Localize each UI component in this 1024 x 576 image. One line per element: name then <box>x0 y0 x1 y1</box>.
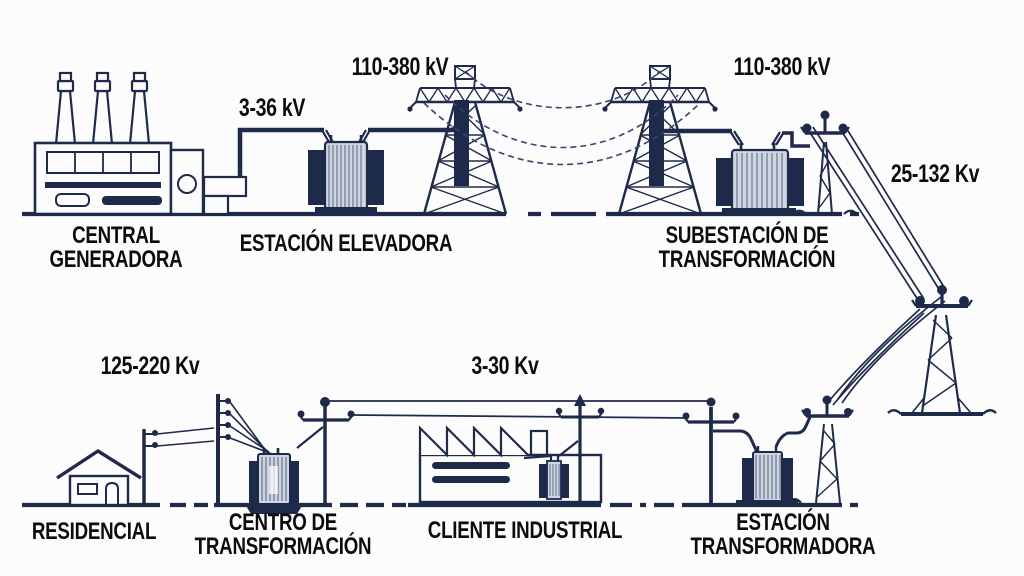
connection-wire <box>774 416 812 448</box>
insulator <box>574 394 586 406</box>
insulator <box>915 296 925 306</box>
industrial-pole <box>555 394 605 502</box>
bushing <box>329 135 363 142</box>
distribution-transformer-illustration <box>245 448 303 514</box>
client-pole <box>682 397 759 503</box>
plant-dark-bar <box>102 196 162 205</box>
insulator <box>844 408 852 416</box>
insulator <box>225 434 231 440</box>
distribution-pole-tall <box>216 394 273 505</box>
connection-wires <box>523 440 579 460</box>
factory-chimney <box>529 429 549 457</box>
insulator <box>225 422 231 428</box>
voltage-label-subtransmission: 25-132 Kv <box>890 160 980 188</box>
transformer-body <box>730 148 790 214</box>
drop-wire <box>296 426 324 449</box>
station-label-estacion-elevadora: ESTACIÓN ELEVADORA <box>239 230 453 257</box>
radiator-fin <box>742 458 753 502</box>
feeder-fan-wires <box>229 401 273 455</box>
factory-window-bar <box>432 476 510 483</box>
subtransmission-lines-upper <box>808 125 945 304</box>
chimney-icon <box>54 71 77 146</box>
subtransmission-lines-lower <box>828 296 946 406</box>
service-drop-wires <box>156 427 215 447</box>
house-door <box>105 481 119 505</box>
insulator <box>803 408 811 416</box>
house-window <box>77 483 98 495</box>
plant-stripe <box>45 182 161 188</box>
chimney-icon <box>91 71 114 146</box>
radiator-fin <box>561 464 569 498</box>
insulator <box>732 412 740 420</box>
station-label-central-generadora: CENTRAL GENERADORA <box>49 222 183 274</box>
station-label-residencial: RESIDENCIAL <box>31 518 157 545</box>
insulator <box>152 442 158 448</box>
voltage-label-residential: 125-220 Kv <box>100 352 200 380</box>
residential-pole-small <box>142 427 215 505</box>
connection-wire <box>713 429 759 453</box>
insulator <box>152 430 158 436</box>
transformer-base <box>315 207 377 215</box>
power-plant-illustration <box>33 71 248 216</box>
insulator <box>959 296 969 306</box>
bushing <box>262 448 280 454</box>
voltage-label-generation: 3-36 kV <box>238 94 306 122</box>
station-label-cliente-industrial: CLIENTE INDUSTRIAL <box>427 517 623 544</box>
plant-annex <box>169 148 205 216</box>
distribution-wires <box>327 400 708 419</box>
industrial-transformer-illustration <box>523 440 579 500</box>
transmission-tower-left <box>406 64 524 216</box>
voltage-label-transmission-right: 110-380 kV <box>733 53 831 81</box>
transformer-base <box>722 208 796 216</box>
transmission-bus-wire <box>664 128 810 148</box>
transmission-tower-right <box>601 64 719 216</box>
bushing <box>739 143 776 150</box>
factory-window-bar <box>432 462 510 469</box>
transformer-base <box>245 504 303 514</box>
bushing <box>549 455 560 461</box>
insulator <box>706 397 716 407</box>
step-up-transformer-illustration <box>308 135 384 215</box>
insulator <box>937 285 947 295</box>
insulator <box>802 123 812 133</box>
station-transformer-illustration <box>736 416 812 507</box>
radiator-fin <box>782 458 793 502</box>
insulator <box>682 412 690 420</box>
plant-vent <box>55 193 90 207</box>
sawtooth-roof <box>418 425 529 458</box>
annex-porthole <box>177 174 197 194</box>
insulator <box>297 410 305 418</box>
house-roof <box>56 448 142 480</box>
radiator-fin <box>367 150 384 205</box>
voltage-label-industrial: 3-30 Kv <box>471 352 539 380</box>
distribution-pole-crossarm <box>296 397 355 505</box>
radiator-fin <box>249 461 258 503</box>
station-label-centro-transformacion: CENTRO DE TRANSFORMACIÓN <box>194 509 372 561</box>
insulator <box>347 410 355 418</box>
plant-outbuilding <box>202 175 248 198</box>
voltage-label-transmission-left: 110-380 kV <box>351 53 449 81</box>
insulator <box>597 407 605 415</box>
insulator <box>820 110 830 120</box>
factory-illustration <box>418 425 603 504</box>
station-label-subestacion: SUBESTACIÓN DE TRANSFORMACIÓN <box>658 222 836 274</box>
transformer-base <box>736 500 798 507</box>
midline-pylon <box>887 285 997 416</box>
radiator-fin <box>539 464 547 498</box>
insulator <box>822 395 832 405</box>
house-illustration <box>56 448 142 507</box>
radiator-fin <box>716 158 732 206</box>
station-label-estacion-transformadora: ESTACIÓN TRANSFORMADORA <box>690 509 876 561</box>
radiator-fin <box>788 158 804 206</box>
insulator <box>555 407 563 415</box>
insulator <box>320 397 330 407</box>
plant-outbuilding <box>202 194 230 216</box>
radiator-fin <box>308 150 325 205</box>
station-pylon <box>788 395 854 504</box>
substation-transformer-illustration <box>716 143 804 216</box>
radiator-fin <box>290 461 299 503</box>
